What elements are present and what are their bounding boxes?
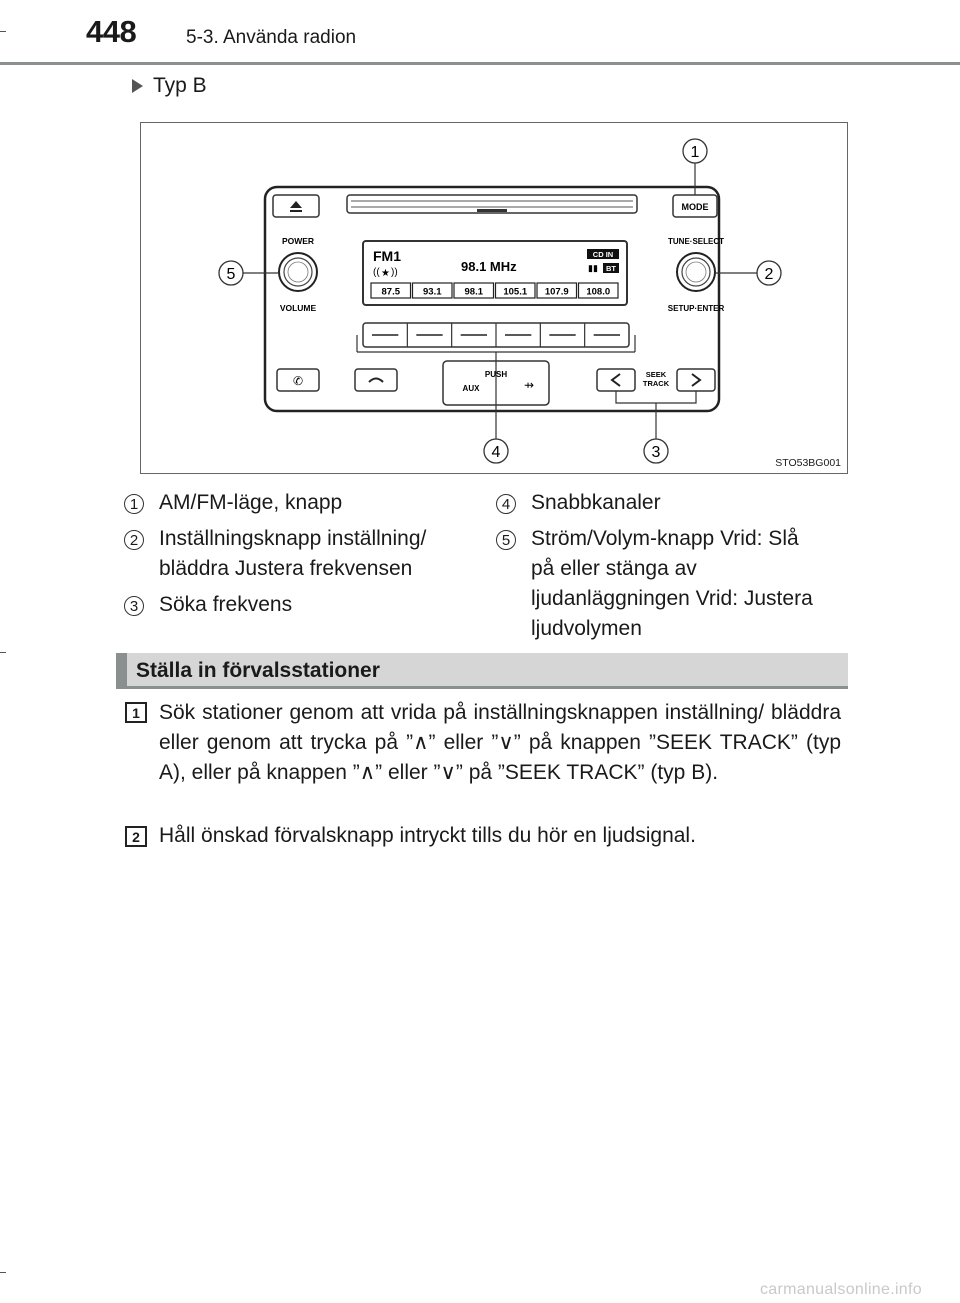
track-label: TRACK: [643, 379, 670, 388]
preset-cell: [494, 282, 536, 299]
eject-icon: [290, 201, 302, 208]
hangup-icon: [368, 377, 384, 383]
svg-text:((: ((: [373, 267, 380, 278]
legend-text-5: Ström/Volym-knapp Vrid: Slå på eller stä…: [531, 527, 813, 640]
step-badge-1: 1: [125, 702, 147, 723]
seek-back-button: [596, 368, 636, 392]
callout-5: 5: [227, 266, 236, 283]
seek-label: SEEK: [646, 370, 667, 379]
preset-frequency: 105.1: [503, 287, 527, 298]
phone-icon: ✆: [293, 374, 303, 388]
callout-3: 3: [652, 444, 661, 461]
watermark: carmanualsonline.info: [760, 1281, 922, 1298]
preset-cell: [411, 282, 453, 299]
tune-select-label: TUNE·SELECT: [668, 237, 724, 246]
section-banner: [116, 653, 848, 689]
preset-cell: [453, 282, 495, 299]
phone-hangup-button: [354, 368, 398, 392]
preset-frequency: 108.0: [586, 287, 610, 298]
preset-frequency: 98.1: [465, 287, 484, 298]
phone-answer-button: [276, 368, 320, 392]
margin-tick: [0, 652, 6, 653]
header-rule: [0, 62, 960, 65]
bt-indicator: BT: [606, 264, 616, 273]
usb-icon: ⇸: [524, 378, 534, 392]
volume-label: VOLUME: [280, 303, 317, 313]
preset-cell: [536, 282, 578, 299]
callout-4: 4: [492, 444, 501, 461]
step-badge-2: 2: [125, 826, 147, 847]
volume-knob: [278, 252, 318, 292]
aux-label: AUX: [463, 384, 481, 393]
step-text-1: Sök stationer genom att vrida på inställ…: [159, 701, 841, 784]
svg-text:★: ★: [381, 268, 390, 279]
legend-num-3: 3: [124, 596, 144, 616]
page-number: 448: [86, 14, 137, 49]
legend-num-2: 2: [124, 530, 144, 550]
callout-1: 1: [691, 144, 700, 161]
legend-text-1: AM/FM-läge, knapp: [159, 491, 343, 514]
radio-figure: MODE POWER VOLUME TUNE·SELECT SETUP·ENTE…: [140, 122, 848, 474]
margin-tick: [0, 31, 6, 32]
preset-cell: [577, 282, 619, 299]
display-band: FM1: [373, 248, 401, 264]
legend-num-5: 5: [496, 530, 516, 550]
setup-enter-label: SETUP·ENTER: [668, 304, 725, 313]
callout-2: 2: [765, 266, 774, 283]
svg-text:▮▮: ▮▮: [588, 263, 598, 273]
cd-slot: [346, 194, 638, 214]
section-heading: Ställa in förvalsstationer: [136, 659, 380, 682]
legend-text-4: Snabbkanaler: [531, 491, 661, 514]
radio-panel-illustration: MODE POWER VOLUME TUNE·SELECT SETUP·ENTE…: [218, 138, 782, 464]
seek-forward-button: [676, 368, 716, 392]
preset-frequency: 93.1: [423, 287, 442, 298]
section-title: 5-3. Använda radion: [186, 27, 357, 48]
preset-frequency: 87.5: [382, 287, 401, 298]
legend-num-1: 1: [124, 494, 144, 514]
preset-frequency: 107.9: [545, 287, 569, 298]
variant-label: Typ B: [132, 74, 207, 98]
display-frequency: 98.1 MHz: [461, 259, 517, 274]
variant-text: Typ B: [153, 74, 207, 97]
margin-tick: [0, 1272, 6, 1273]
power-label: POWER: [282, 236, 314, 246]
figure-id: STO53BG001: [775, 457, 841, 469]
cd-in-indicator: CD IN: [593, 250, 613, 259]
preset-cells: 87.5 93.1 98.1 105.1 107.9 108.0: [370, 282, 619, 299]
step-text-2: Håll önskad förvalsknapp intryckt tills …: [159, 824, 696, 847]
tune-knob: [676, 252, 716, 292]
preset-cell: [370, 282, 412, 299]
legend-text-3: Söka frekvens: [159, 593, 293, 616]
chevron-left-icon: [610, 373, 621, 387]
chevron-right-icon: [691, 373, 702, 387]
svg-text:)): )): [391, 267, 398, 278]
triangle-bullet-icon: [132, 79, 143, 93]
legend-num-4: 4: [496, 494, 516, 514]
mode-label: MODE: [682, 202, 709, 212]
legend-text-2: Inställningsknapp inställning/ bläddra J…: [159, 527, 427, 580]
